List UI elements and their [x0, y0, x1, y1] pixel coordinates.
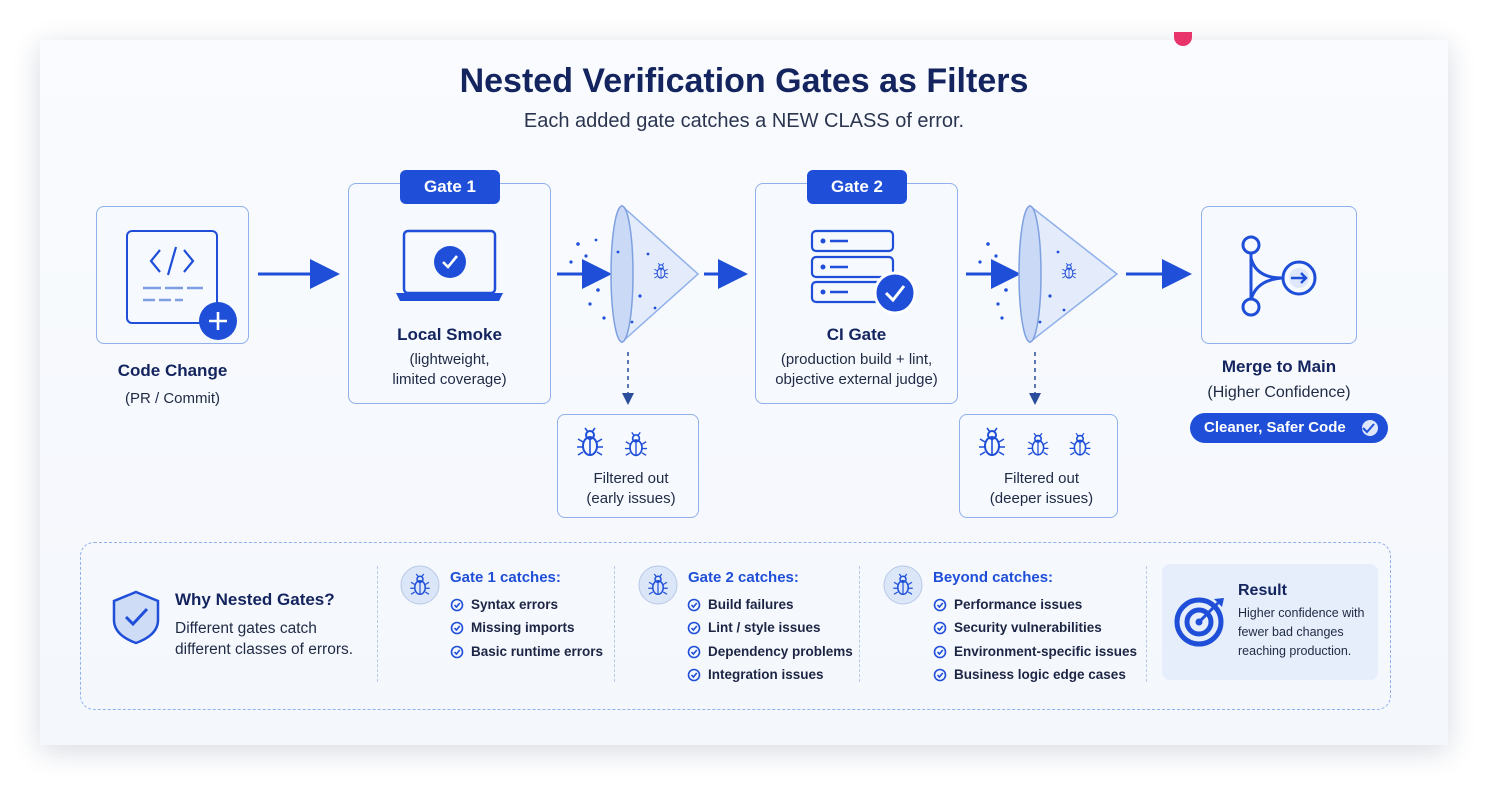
bug-icon — [624, 431, 648, 457]
server-check-icon — [810, 229, 917, 315]
bug-icon — [1026, 432, 1050, 456]
bug-icon — [400, 565, 440, 605]
check-mark — [1362, 423, 1375, 434]
gate1-title: Local Smoke — [397, 325, 502, 344]
check-circle-icon — [933, 645, 947, 659]
page-subtitle: Each added gate catches a NEW CLASS of e… — [523, 110, 965, 132]
why-line-1: Different gates catch — [175, 620, 317, 637]
plus-icon — [199, 302, 237, 340]
check-circle-icon — [687, 668, 701, 682]
gate2-desc-1: (production build + lint, — [780, 351, 933, 368]
col1-title: Gate 1 catches: — [450, 569, 561, 586]
result-title: Result — [1238, 582, 1287, 599]
check-circle-icon — [933, 668, 947, 682]
col2-item: Lint / style issues — [708, 620, 821, 635]
check-circle-icon — [933, 598, 947, 612]
col1-item: Missing imports — [471, 620, 575, 635]
merge-badge-label: Cleaner, Safer Code — [1204, 419, 1346, 436]
funnel-icon — [978, 204, 1119, 344]
check-circle-icon — [933, 621, 947, 635]
bug-icon — [576, 427, 604, 456]
gate2-desc-2: objective external judge) — [775, 371, 938, 388]
gate1-desc-1: (lightweight, — [409, 351, 490, 368]
notification-dot — [1174, 32, 1192, 46]
result-line-1: Higher confidence with — [1238, 606, 1365, 620]
shield-check-icon — [112, 590, 160, 645]
why-text: Different gates catch different classes … — [175, 618, 375, 660]
check-circle-icon — [687, 598, 701, 612]
col3-item: Business logic edge cases — [954, 667, 1126, 682]
result-line-3: reaching production. — [1238, 644, 1352, 658]
result-line-2: fewer bad changes — [1238, 625, 1344, 639]
target-icon — [1174, 597, 1224, 647]
divider-4 — [1146, 566, 1147, 682]
gate1-tag: Gate 1 — [400, 170, 500, 204]
merge-title: Merge to Main — [1221, 357, 1337, 376]
col3-item: Performance issues — [954, 597, 1083, 612]
divider-3 — [859, 566, 860, 682]
why-panel — [80, 542, 1391, 710]
why-line-2: different classes of errors. — [175, 641, 354, 658]
col1-item: Syntax errors — [471, 597, 559, 612]
merge-box — [1201, 206, 1357, 344]
col2-item: Dependency problems — [708, 644, 853, 659]
bug-icon — [638, 565, 678, 605]
why-title: Why Nested Gates? — [175, 590, 335, 609]
gate2-title: CI Gate — [826, 325, 887, 344]
divider-2 — [614, 566, 615, 682]
col2-title: Gate 2 catches: — [688, 569, 799, 586]
col3-item: Environment-specific issues — [954, 644, 1138, 659]
col3-title: Beyond catches: — [933, 569, 1054, 586]
code-change-title: Code Change — [117, 361, 228, 380]
merge-subtitle: (Higher Confidence) — [1207, 384, 1351, 401]
merge-branch-icon — [1241, 235, 1317, 317]
check-circle-icon — [450, 598, 464, 612]
check-circle-icon — [450, 645, 464, 659]
col1-item: Basic runtime errors — [471, 644, 604, 659]
code-change-subtitle: (PR / Commit) — [125, 390, 220, 407]
filter1-label-2: (early issues) — [586, 490, 676, 507]
col2-item: Integration issues — [708, 667, 824, 682]
bug-icon — [883, 565, 923, 605]
filter2-label-2: (deeper issues) — [989, 490, 1094, 507]
laptop-check-icon — [396, 229, 503, 301]
col3-item: Security vulnerabilities — [954, 620, 1102, 635]
col2-item: Build failures — [708, 597, 794, 612]
filter1-box — [557, 414, 699, 518]
gate1-desc-2: limited coverage) — [392, 371, 507, 388]
filter2-box — [959, 414, 1118, 518]
merge-badge: Cleaner, Safer Code — [1190, 413, 1388, 443]
funnel-icon — [569, 204, 700, 344]
bug-icon — [1068, 432, 1092, 456]
filter2-label-1: Filtered out — [1003, 470, 1080, 487]
check-circle-icon — [687, 645, 701, 659]
result-text: Higher confidence with fewer bad changes… — [1238, 604, 1368, 661]
filter1-label-1: Filtered out — [593, 470, 669, 487]
gate2-tag: Gate 2 — [807, 170, 907, 204]
code-file-icon — [126, 230, 218, 324]
check-circle-icon — [687, 621, 701, 635]
page-title: Nested Verification Gates as Filters — [459, 62, 1029, 100]
check-circle-icon — [450, 621, 464, 635]
bug-icon — [978, 427, 1006, 456]
divider-1 — [377, 566, 378, 682]
